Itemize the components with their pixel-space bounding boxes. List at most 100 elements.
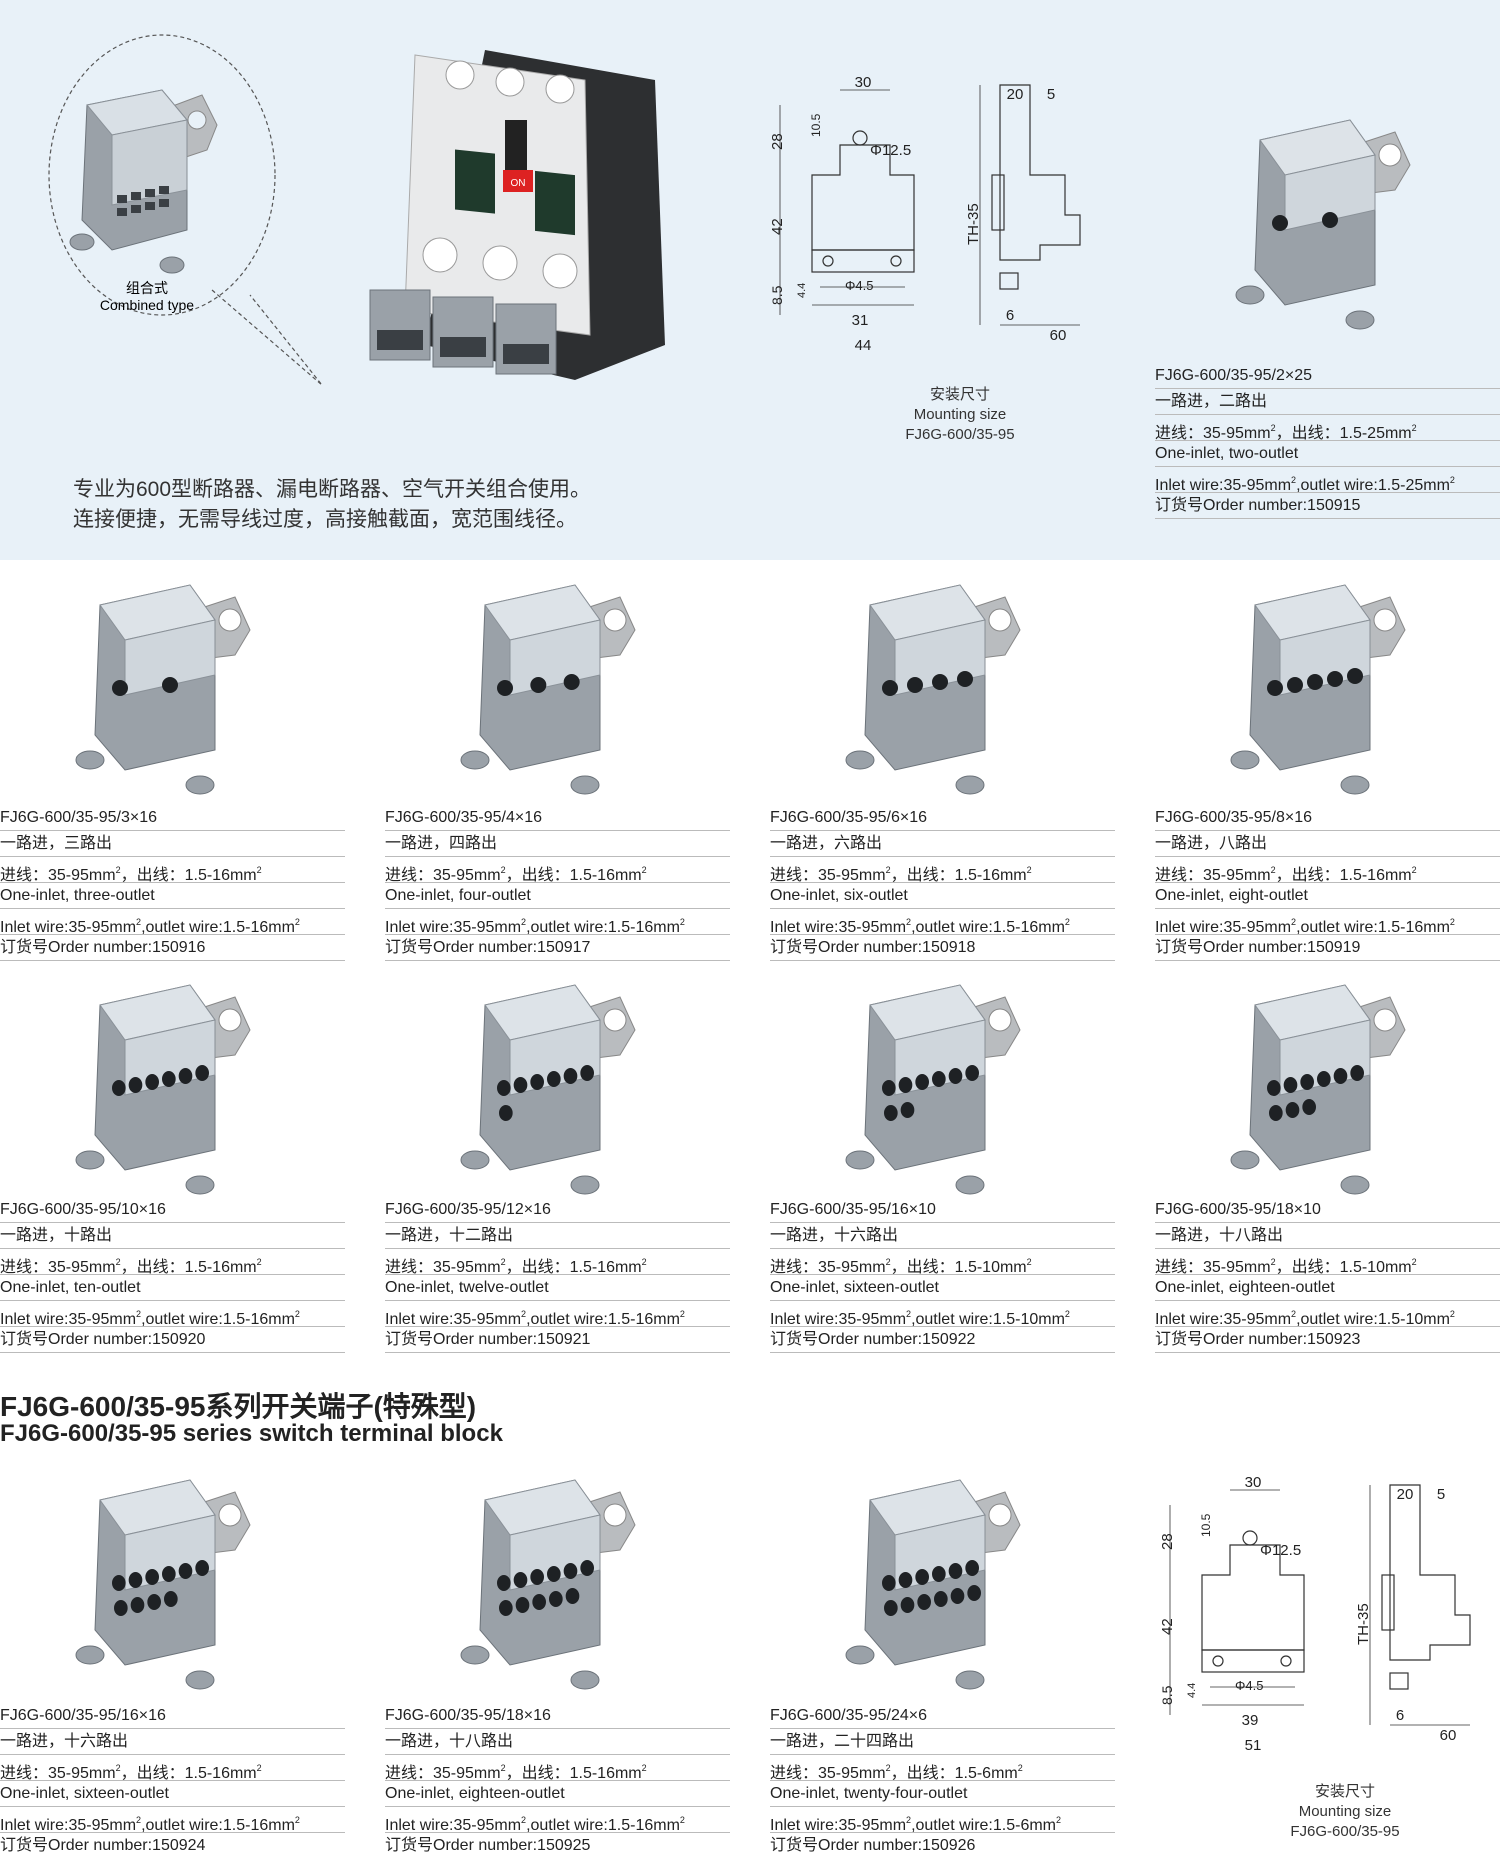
product-wire-en: Inlet wire:35-95mm2,outlet wire:1.5-16mm… <box>0 1807 345 1833</box>
product-wire-cn: 进线：35-95mm2，出线：1.5-16mm2 <box>385 1249 730 1275</box>
section-title-en: FJ6G-600/35-95 series switch terminal bl… <box>0 1420 503 1447</box>
product-order-number: 订货号Order number:150917 <box>385 935 730 961</box>
product-order-number: 订货号Order number:150921 <box>385 1327 730 1353</box>
product-order-number: 订货号Order number:150924 <box>0 1833 345 1857</box>
product-model: FJ6G-600/35-95/24×6 <box>770 1703 1115 1729</box>
mounting-caption-en: Mounting size <box>913 406 1007 423</box>
dim-60-bottom: 60 <box>1440 1727 1457 1744</box>
product-order-number: 订货号Order number:150916 <box>0 935 345 961</box>
product-desc-cn: 一路进，二路出 <box>1155 389 1500 415</box>
product-wire-cn: 进线：35-95mm2，出线：1.5-10mm2 <box>1155 1249 1500 1275</box>
mounting-caption-cn: 安装尺寸 <box>929 386 990 403</box>
product-wire-cn: 进线：35-95mm2，出线：1.5-16mm2 <box>385 1755 730 1781</box>
mounting-caption-cn-bottom: 安装尺寸 <box>1314 1783 1375 1800</box>
product-order-number: 订货号Order number:150922 <box>770 1327 1115 1353</box>
product-image <box>460 1479 636 1690</box>
product-wire-en: Inlet wire:35-95mm2,outlet wire:1.5-16mm… <box>1155 909 1500 935</box>
product-wire-en: Inlet wire:35-95mm2,outlet wire:1.5-10mm… <box>1155 1301 1500 1327</box>
dim-th35-top: TH-35 <box>965 203 982 245</box>
product-image <box>75 1479 251 1690</box>
product-desc-en: One-inlet, four-outlet <box>385 883 730 909</box>
mounting-caption-top: 安装尺寸 Mounting size FJ6G-600/35-95 <box>840 385 1080 445</box>
product-model: FJ6G-600/35-95/16×10 <box>770 1197 1115 1223</box>
dim-th35-bottom: TH-35 <box>1355 1603 1372 1645</box>
dim-4-5-bottom: Φ4.5 <box>1235 1678 1263 1693</box>
product-model: FJ6G-600/35-95/18×10 <box>1155 1197 1500 1223</box>
dim-31-top: 31 <box>852 312 869 329</box>
product-wire-en: Inlet wire:35-95mm2,outlet wire:1.5-16mm… <box>385 909 730 935</box>
product-wire-cn: 进线：35-95mm2，出线：1.5-6mm2 <box>770 1755 1115 1781</box>
product-desc-en: One-inlet, eight-outlet <box>1155 883 1500 909</box>
dim-42-bottom: 42 <box>1159 1618 1176 1635</box>
product-desc-en: One-inlet, eighteen-outlet <box>385 1781 730 1807</box>
product-wire-cn: 进线：35-95mm2，出线：1.5-16mm2 <box>385 857 730 883</box>
product-desc-en: One-inlet, three-outlet <box>0 883 345 909</box>
circuit-breaker-image: ON <box>369 50 665 380</box>
product-desc-en: One-inlet, sixteen-outlet <box>770 1275 1115 1301</box>
dim-10-5-bottom: 10.5 <box>1199 1513 1213 1537</box>
combined-type-callout: 组合式 Combined type <box>48 34 323 386</box>
product-desc-cn: 一路进，八路出 <box>1155 831 1500 857</box>
product-order-number: 订货号Order number:150918 <box>770 935 1115 961</box>
dim-6-bottom: 6 <box>1396 1707 1404 1724</box>
dim-4-4-bottom: 4.4 <box>1186 1683 1198 1698</box>
product-wire-cn: 进线：35-95mm2，出线：1.5-16mm2 <box>0 1755 345 1781</box>
product-image <box>845 984 1021 1195</box>
product-model: FJ6G-600/35-95/18×16 <box>385 1703 730 1729</box>
product-desc-en: One-inlet, twenty-four-outlet <box>770 1781 1115 1807</box>
dim-20-top: 20 <box>1007 86 1024 103</box>
product-model: FJ6G-600/35-95/16×16 <box>0 1703 345 1729</box>
product-image <box>1230 584 1406 795</box>
product-image <box>460 584 636 795</box>
product-order-number: 订货号Order number:150923 <box>1155 1327 1500 1353</box>
product-desc-cn: 一路进，二十四路出 <box>770 1729 1115 1755</box>
dim-42-top: 42 <box>769 218 786 235</box>
mounting-caption-en-bottom: Mounting size <box>1298 1803 1392 1820</box>
breaker-on-label: ON <box>511 178 526 189</box>
product-desc-cn: 一路进，十六路出 <box>770 1223 1115 1249</box>
dim-5-top: 5 <box>1047 86 1055 103</box>
dim-20-bottom: 20 <box>1397 1486 1414 1503</box>
product-model: FJ6G-600/35-95/4×16 <box>385 805 730 831</box>
product-model: FJ6G-600/35-95/2×25 <box>1155 363 1500 389</box>
product-wire-en: Inlet wire:35-95mm2,outlet wire:1.5-25mm… <box>1155 467 1500 493</box>
dim-39-bottom: 39 <box>1242 1712 1259 1729</box>
product-desc-en: One-inlet, eighteen-outlet <box>1155 1275 1500 1301</box>
product-image <box>460 984 636 1195</box>
product-desc-en: One-inlet, ten-outlet <box>0 1275 345 1301</box>
product-order-number: 订货号Order number:150915 <box>1155 493 1500 519</box>
product-image <box>1230 984 1406 1195</box>
dim-12-5-bottom: Φ12.5 <box>1260 1542 1301 1559</box>
product-desc-cn: 一路进，四路出 <box>385 831 730 857</box>
product-desc-cn: 一路进，十六路出 <box>0 1729 345 1755</box>
product-wire-en: Inlet wire:35-95mm2,outlet wire:1.5-16mm… <box>385 1301 730 1327</box>
product-wire-cn: 进线：35-95mm2，出线：1.5-16mm2 <box>0 857 345 883</box>
product-desc-cn: 一路进，十八路出 <box>1155 1223 1500 1249</box>
mounting-caption-model: FJ6G-600/35-95 <box>905 426 1015 443</box>
product-wire-en: Inlet wire:35-95mm2,outlet wire:1.5-16mm… <box>770 909 1115 935</box>
product-order-number: 订货号Order number:150926 <box>770 1833 1115 1857</box>
dim-60-top: 60 <box>1050 327 1067 344</box>
product-order-number: 订货号Order number:150925 <box>385 1833 730 1857</box>
dim-51-bottom: 51 <box>1245 1737 1262 1754</box>
product-desc-cn: 一路进，六路出 <box>770 831 1115 857</box>
product-image <box>845 584 1021 795</box>
product-wire-cn: 进线：35-95mm2，出线：1.5-16mm2 <box>770 857 1115 883</box>
mounting-caption-bottom: 安装尺寸 Mounting size FJ6G-600/35-95 <box>1225 1782 1465 1842</box>
dim-10-5-top: 10.5 <box>809 113 823 137</box>
product-wire-en: Inlet wire:35-95mm2,outlet wire:1.5-16mm… <box>385 1807 730 1833</box>
dim-4-5-top: Φ4.5 <box>845 278 873 293</box>
mounting-drawing-bottom: 30 10.5 28 Φ12.5 42 8.5 4.4 Φ4.5 39 51 2… <box>1159 1475 1471 1754</box>
dim-30-bottom: 30 <box>1245 1475 1262 1491</box>
dim-4-4-top: 4.4 <box>796 283 808 298</box>
product-image <box>75 984 251 1195</box>
dim-12-5-top: Φ12.5 <box>870 142 911 159</box>
product-wire-en: Inlet wire:35-95mm2,outlet wire:1.5-16mm… <box>0 1301 345 1327</box>
